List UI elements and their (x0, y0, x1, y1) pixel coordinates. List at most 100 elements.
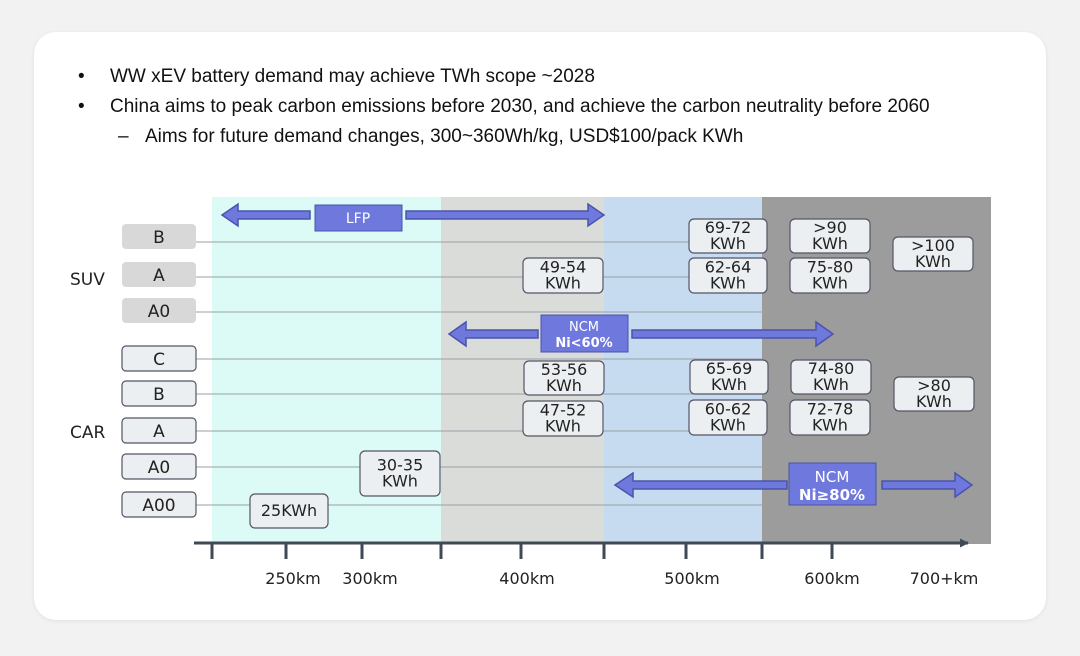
capacity-box-frame (892, 236, 974, 272)
capacity-box-text: KWh (813, 375, 849, 394)
axis-tick-label: 600km (804, 569, 859, 588)
capacity-box-frame (523, 360, 605, 396)
axis-tick-label: 250km (265, 569, 320, 588)
capacity-box-text: KWh (711, 375, 747, 394)
capacity-box-frame (688, 218, 768, 254)
capacity-box-frame (789, 218, 871, 254)
chemistry-label-box (314, 204, 403, 232)
capacity-box-frame (249, 493, 329, 529)
capacity-box-text: 60-62 (705, 400, 752, 419)
row-label-box (121, 380, 197, 407)
row-label-suv-b: B (122, 224, 196, 249)
capacity-box-text: 72-78 (807, 400, 854, 419)
capacity-box-text: >80 (917, 376, 951, 395)
capacity-box-frame (789, 399, 871, 436)
row-label-box (121, 417, 197, 444)
bullet-text: WW xEV battery demand may achieve TWh sc… (110, 66, 595, 87)
row-label-text: B (153, 385, 165, 405)
capacity-box-text: KWh (812, 274, 848, 293)
lfp-range-arrow: LFP (220, 202, 606, 232)
capacity-box-frame (790, 359, 872, 395)
capacity-box-text: 74-80 (808, 359, 855, 378)
capacity-box-text: 53-56 (541, 360, 588, 379)
bullet-marker: • (78, 66, 85, 87)
row-label-box (122, 298, 196, 323)
capacity-box-text: >100 (911, 236, 955, 255)
row-label-suv-a: A (122, 262, 196, 287)
row-label-text: A0 (148, 458, 170, 478)
bullet-text: China aims to peak carbon emissions befo… (110, 96, 930, 117)
row-label-text: A (153, 266, 165, 286)
row-label-car-a00: A00 (121, 491, 197, 518)
capacity-box-frame (689, 359, 769, 395)
capacity-box-frame (359, 450, 441, 497)
row-label-text: C (153, 350, 165, 370)
capacity-box-text: KWh (915, 252, 951, 271)
chemistry-label-ncm80-line1: NCM (815, 468, 850, 486)
capacity-box-text: 69-72 (705, 218, 752, 237)
right-arrow-icon (631, 320, 835, 348)
left-arrow-icon (447, 320, 539, 348)
capacity-box-text: KWh (710, 274, 746, 293)
chemistry-label-lfp: LFP (346, 211, 370, 227)
ncm60-range-arrow: NCM Ni<60% (447, 314, 835, 353)
capacity-box-text: >90 (813, 218, 847, 237)
chemistry-label-ncm60-line1: NCM (569, 320, 599, 335)
capacity-box-frame (688, 399, 768, 436)
capacity-box-text: 47-52 (540, 401, 587, 420)
capacity-box-text: 25KWh (261, 501, 317, 520)
group-label-car: CAR (70, 423, 105, 443)
row-label-suv-a0: A0 (122, 298, 196, 323)
capacity-box-frame (688, 257, 768, 294)
row-label-car-c: C (121, 345, 197, 372)
row-label-text: A0 (148, 302, 170, 322)
row-label-box (122, 224, 196, 249)
capacity-box-text: KWh (916, 392, 952, 411)
right-arrow-icon (405, 202, 606, 228)
axis-ticks (210, 543, 834, 559)
chemistry-label-ncm60-line2: Ni<60% (555, 336, 612, 351)
capacity-box-text: 65-69 (706, 359, 753, 378)
capacity-box-text: KWh (546, 376, 582, 395)
axis-tick-label: 700+km (910, 569, 979, 588)
chemistry-label-box (788, 462, 877, 506)
chemistry-label-box (540, 314, 629, 353)
capacity-box-car-a00-25: 25KWh (249, 493, 329, 529)
capacity-box-text: KWh (812, 416, 848, 435)
row-label-text: A (153, 422, 165, 442)
row-label-car-a0: A0 (121, 453, 197, 480)
left-arrow-icon (220, 202, 311, 228)
left-arrow-icon (613, 471, 788, 499)
row-label-box (121, 345, 197, 372)
sub-bullet-text: Aims for future demand changes, 300~360W… (145, 126, 744, 147)
capacity-boxes: 69-72KWh>90KWh>100KWh49-54KWh62-64KWh75-… (249, 218, 975, 529)
row-label-text: A00 (142, 496, 175, 516)
capacity-box-text: KWh (545, 274, 581, 293)
row-label-box (121, 491, 197, 518)
capacity-box-text: 75-80 (807, 258, 854, 277)
capacity-box-text: KWh (545, 417, 581, 436)
capacity-box-text: KWh (812, 234, 848, 253)
capacity-box-frame (893, 376, 975, 412)
capacity-box-text: KWh (710, 234, 746, 253)
capacity-box-text: 62-64 (705, 258, 752, 277)
right-arrow-icon (881, 471, 974, 499)
capacity-box-text: KWh (382, 472, 418, 491)
group-label-suv: SUV (70, 270, 105, 290)
capacity-box-frame (789, 257, 871, 294)
